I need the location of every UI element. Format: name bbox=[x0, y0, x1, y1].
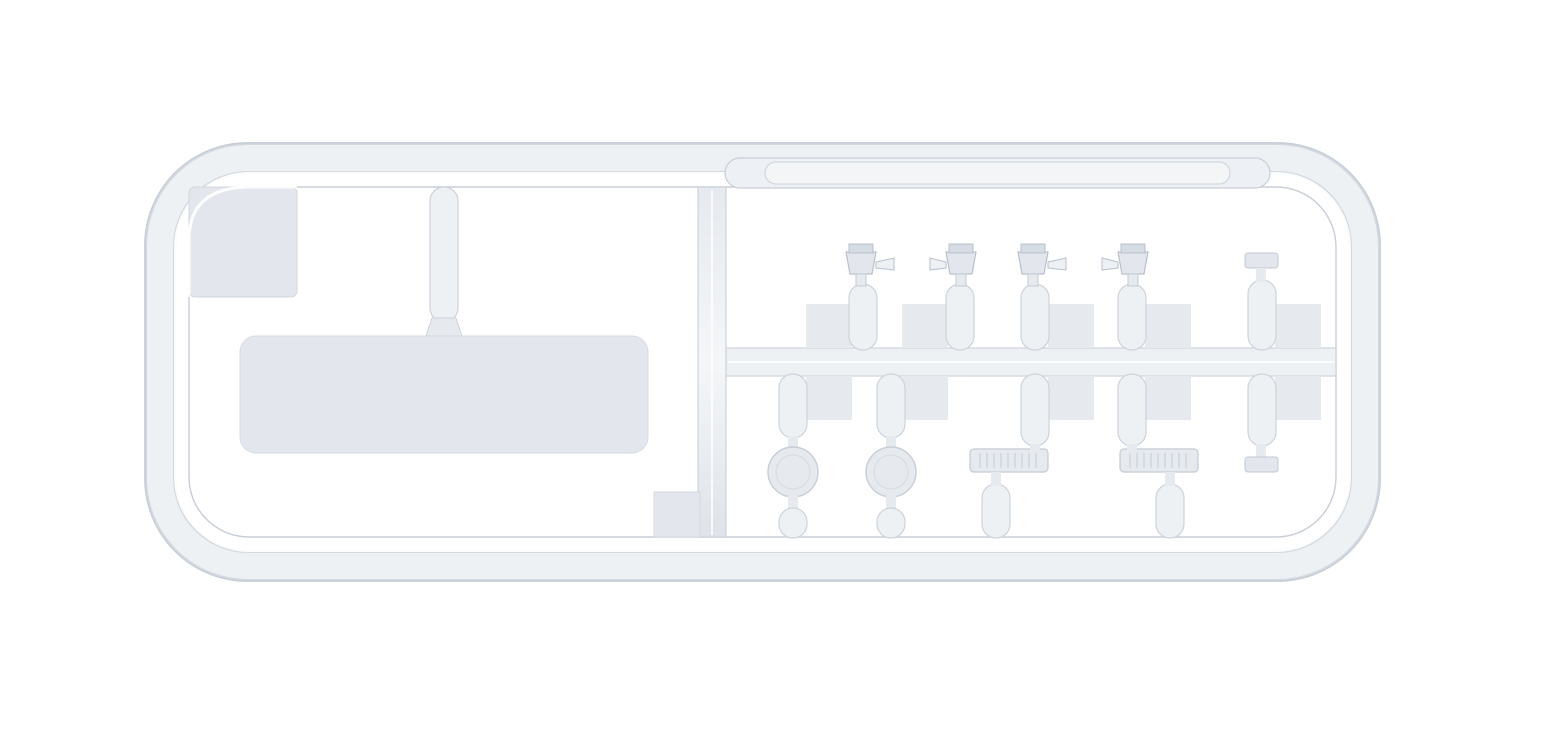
windshield-panel bbox=[239, 335, 649, 454]
horizontal-runner bbox=[725, 347, 1337, 377]
corner-panel bbox=[188, 186, 298, 298]
windshield-gate bbox=[429, 186, 459, 323]
upper-parts bbox=[806, 243, 1321, 351]
mirror-part bbox=[1101, 243, 1149, 287]
mirror-part bbox=[1017, 243, 1067, 287]
mirror-part bbox=[929, 243, 977, 287]
lower-parts bbox=[767, 373, 1321, 539]
small-block bbox=[653, 491, 701, 538]
vertical-runner bbox=[697, 186, 727, 538]
end-tab bbox=[1244, 252, 1279, 269]
round-lens bbox=[767, 436, 819, 539]
grille-lens bbox=[1119, 448, 1199, 539]
mirror-part bbox=[845, 243, 895, 287]
left-section bbox=[187, 185, 701, 538]
top-runner-sleeve bbox=[724, 157, 1271, 189]
round-lens bbox=[865, 436, 917, 539]
grille-lens bbox=[969, 448, 1049, 539]
end-tab bbox=[1244, 456, 1279, 473]
